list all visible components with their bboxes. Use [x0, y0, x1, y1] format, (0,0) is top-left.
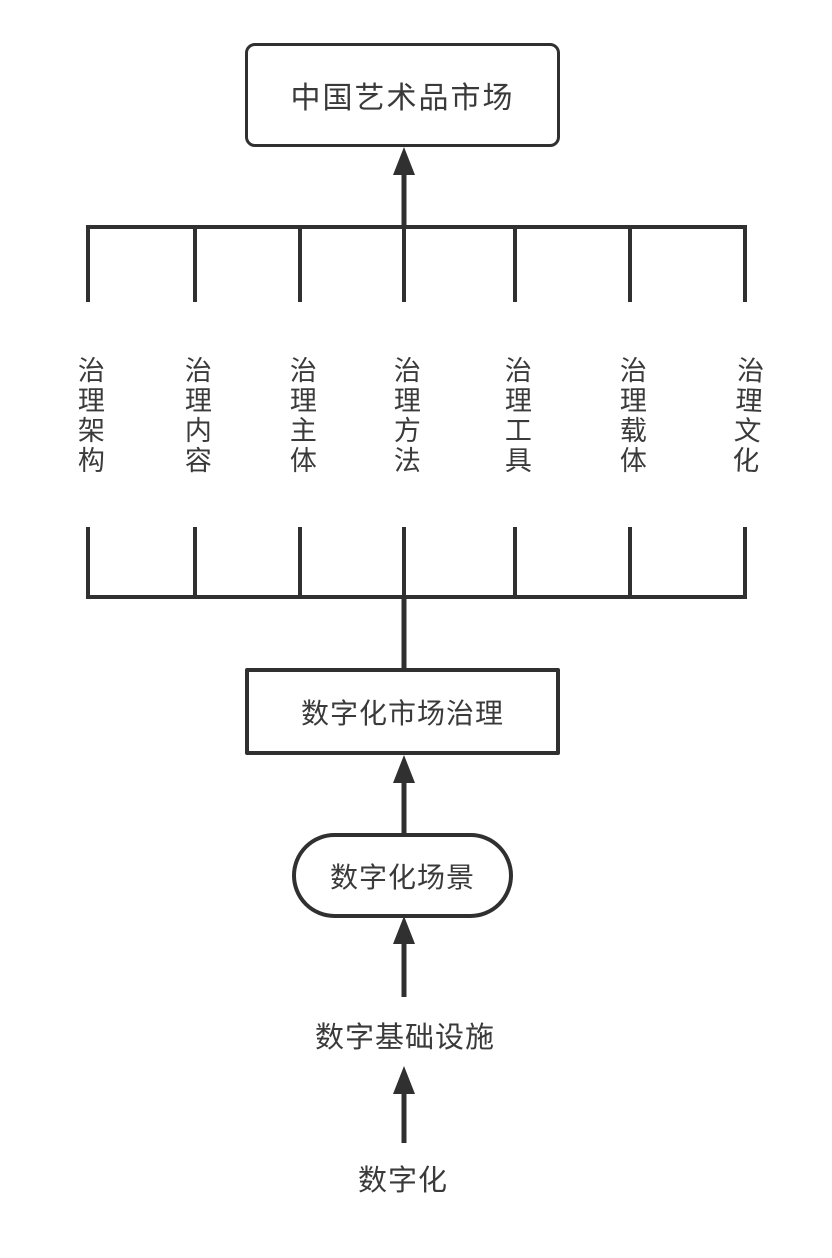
node-digital-scenario: 数字化场景 [292, 833, 513, 918]
branch-governance-content: 治理内容 [180, 356, 211, 476]
node-china-art-market: 中国艺术品市场 [245, 43, 560, 147]
node-china-art-market-label: 中国艺术品市场 [290, 82, 515, 115]
arrow-up-to-top-box [393, 147, 415, 228]
node-digital-market-governance: 数字化市场治理 [245, 668, 560, 755]
branch-governance-subject: 治理主体 [285, 356, 316, 476]
arrow-up-to-infrastructure [393, 1066, 415, 1143]
branch-governance-culture: 治理文化 [727, 355, 764, 477]
branch-governance-carrier: 治理载体 [615, 356, 646, 476]
node-digitalization: 数字化 [357, 1165, 449, 1197]
node-digital-scenario-label: 数字化场景 [329, 861, 475, 893]
node-digital-infrastructure: 数字基础设施 [314, 1022, 496, 1054]
lower-bracket [86, 527, 747, 669]
branch-governance-method: 治理方法 [389, 356, 420, 476]
arrow-up-to-stadium [393, 916, 415, 997]
arrow-up-to-mid-box [393, 755, 415, 834]
branch-governance-tools: 治理工具 [500, 356, 531, 476]
upper-bracket [86, 225, 747, 302]
branch-governance-architecture: 治理架构 [73, 356, 104, 476]
node-digital-market-governance-label: 数字化市场治理 [300, 697, 504, 729]
